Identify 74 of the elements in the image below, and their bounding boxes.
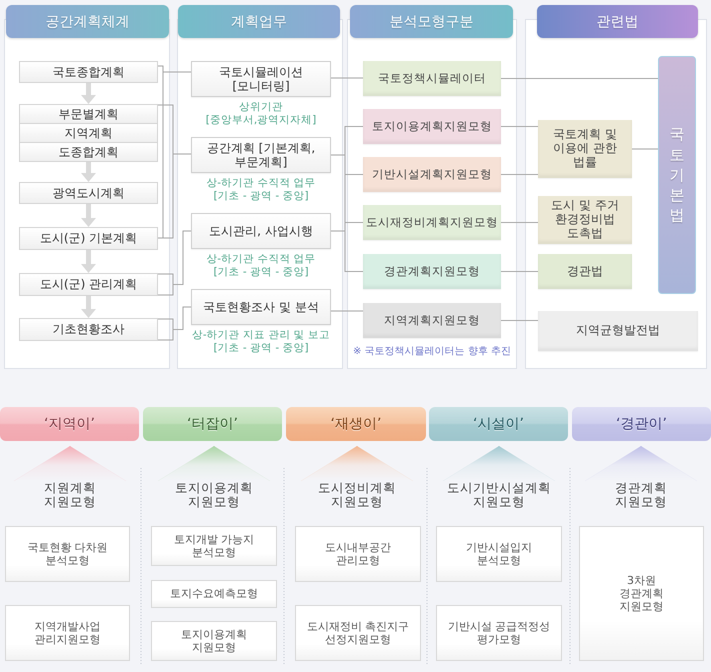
plan-box: 국토종합계획 [19,61,158,83]
plan-box: 지역계획 [19,123,158,143]
node-label: 상-하기관 수직적 업무 [기초 - 광역 - 중앙] [205,177,317,203]
column-header: 계획업무 [178,5,340,38]
arrow [81,250,96,273]
bracket-connector [158,230,192,296]
law-box: 경관법 [538,254,632,289]
model-title: 도시정비계획 지원모형 [314,481,400,509]
connector-line [500,271,538,272]
plan-box: 도시(군) 기본계획 [19,227,158,250]
nickname-tab: ‘시설이’ [429,407,568,441]
chevron-arrow [158,446,270,482]
model-title: 지원계획 지원모형 [38,481,102,509]
plan-box: 도시(군) 관리계획 [19,273,158,296]
task-box: 국토시뮬레이션 [모니터링] [191,61,331,97]
model-title: 토지이용계획 지원모형 [171,481,257,509]
task-box: 도시관리, 사업시행 [191,213,331,249]
model-box: 토지이용계획 지원모형 [151,621,277,661]
law-bar [658,56,696,294]
nickname-tab: ‘재생이’ [286,407,426,441]
task-box: 국토현황조사 및 분석 [191,289,331,325]
connector-line [500,320,538,321]
model-box: 3차원 경관계획 지원모형 [579,526,704,661]
plan-box: 광역도시계획 [19,182,158,204]
model-box: 토지수요예측모형 [151,580,277,608]
law-box: 지역균형발전법 [538,311,698,351]
plan-box: 도종합계획 [19,142,158,162]
arrow [81,204,96,227]
arrow [81,296,96,318]
model-box: 도시재정비 촉진지구 선정지원모형 [295,605,421,661]
nickname-tab: ‘터잡이’ [143,407,282,441]
connector-line [500,126,538,127]
node-label: 상-하기관 수직적 업무 [기초 - 광역 - 중앙] [205,253,317,279]
node-label: 상-하기관 지표 관리 및 보고 [기초 - 광역 - 중앙] [190,329,332,355]
nickname-tab: ‘지역이’ [0,407,139,441]
model-box: 경관계획지원모형 [363,254,501,289]
model-box: 국토현황 다차원 분석모형 [5,526,130,582]
law-box: 국토계획 및 이용에 관한 법률 [538,120,632,178]
connector-line [500,174,538,175]
column-header: 분석모형구분 [350,5,513,38]
model-box: 기반시설 공급적정성 평가모형 [436,605,562,661]
node-label: 상위기관 [중앙부서,광역지자체] [204,101,318,127]
plan-box: 부문별계획 [19,104,158,124]
arrow [81,162,96,182]
bracket-connector [158,306,192,340]
model-box: 토지이용계획지원모형 [363,109,501,144]
model-box: 지역계획지원모형 [363,303,501,338]
model-box: 도시내부공간 관리모형 [295,526,421,582]
note-text: ※ 국토정책시뮬레이터는 향후 추진 [352,345,512,358]
connector-line [632,148,658,150]
plan-box: 기초현황조사 [19,318,158,341]
connector-line [500,222,538,223]
chevron-arrow [443,446,555,482]
connector-line [500,78,658,79]
model-title: 경관계획 지원모형 [609,481,673,509]
law-box: 도시 및 주거 환경정비법 도촉법 [538,196,632,244]
chevron-arrow [301,446,413,482]
connector-line [330,126,364,272]
chevron-arrow [585,446,697,482]
nickname-tab: ‘경관이’ [572,407,711,441]
connector-line [330,310,364,312]
model-box: 기반시설계획지원모형 [363,157,501,192]
model-title: 도시기반시설계획 지원모형 [443,481,555,509]
model-box: 도시재정비계획지원모형 [363,205,501,240]
column-header: 관련법 [537,5,698,38]
column-header: 공간계획체계 [6,5,169,38]
task-box: 공간계획 [기본계획, 부문계획] [191,137,331,173]
model-box: 토지개발 가능지 분석모형 [151,526,277,566]
model-box: 국토정책시뮬레이터 [363,61,501,96]
model-box: 기반시설입지 분석모형 [436,526,562,582]
vertical-label: 국토기본법 [670,124,684,226]
arrow [81,83,96,104]
chevron-arrow [14,446,126,482]
model-box: 지역개발사업 관리지원모형 [5,605,130,661]
